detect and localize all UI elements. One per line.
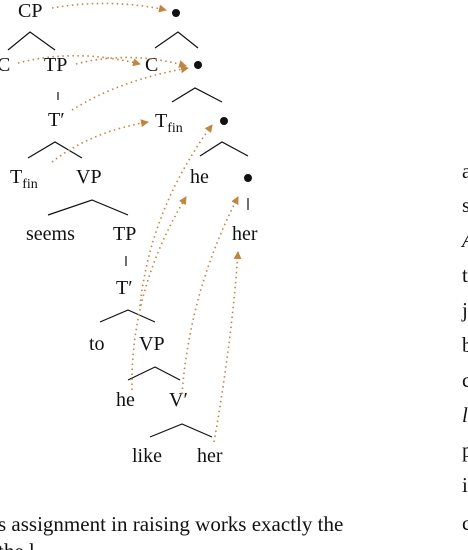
side-text-column: a s A t j b c l p i c xyxy=(460,159,468,535)
node-her-low: her xyxy=(197,445,223,467)
side-letter-0: a xyxy=(462,159,468,183)
node-tfin-right: Tfin xyxy=(155,110,183,136)
side-letter-8: p xyxy=(462,438,468,462)
node-tbar-mid: T′ xyxy=(116,277,133,299)
side-letter-9: i xyxy=(462,473,468,497)
node-seems: seems xyxy=(26,223,75,245)
side-letter-10: c xyxy=(462,511,468,535)
arrow-tfin-to-tfin xyxy=(51,119,149,163)
cp-branch xyxy=(7,31,56,51)
node-vp-top: VP xyxy=(76,166,102,188)
arrow-tbar-mid-to-dot xyxy=(139,124,213,307)
side-letter-3: t xyxy=(462,263,468,287)
node-c: C xyxy=(0,54,10,76)
right-tree-branches xyxy=(154,31,249,210)
arrow-vbar-to-dot xyxy=(181,196,239,395)
arrow-tbar-to-dot xyxy=(71,65,189,111)
right-top-branch xyxy=(154,31,199,49)
node-like: like xyxy=(132,445,162,467)
node-tfin: Tfin xyxy=(10,166,38,192)
node-tbar-top: T′ xyxy=(48,109,65,131)
side-letter-1: s xyxy=(462,193,468,217)
tbar-branch xyxy=(27,141,83,159)
left-tree-branches xyxy=(7,31,213,438)
node-her-right: her xyxy=(232,223,258,245)
side-letter-7: l xyxy=(462,403,468,427)
vbar-branch xyxy=(149,423,213,438)
dot-4 xyxy=(244,174,252,182)
side-letter-5: b xyxy=(462,333,468,357)
side-letter-4: j xyxy=(461,298,468,322)
side-letter-6: c xyxy=(462,368,468,392)
arrow-he-to-he xyxy=(131,196,187,391)
node-he-right: he xyxy=(190,166,209,188)
node-vbar: V′ xyxy=(169,389,188,411)
dot-3 xyxy=(220,117,228,125)
right-c-branch xyxy=(171,87,223,103)
node-tp-mid: TP xyxy=(113,223,136,245)
node-to: to xyxy=(89,333,105,355)
dot-root xyxy=(172,9,180,17)
right-tfin-branch xyxy=(199,141,249,157)
node-tp-top: TP xyxy=(44,54,67,76)
node-c-right: C xyxy=(145,54,158,76)
node-he-low: he xyxy=(116,389,135,411)
side-letter-2: A xyxy=(460,228,468,252)
caption-line-2: the l xyxy=(0,539,35,550)
arrow-tp-to-dot xyxy=(75,56,187,68)
caption-line-1: s assignment in raising works exactly th… xyxy=(0,512,343,536)
tbar-mid-branch xyxy=(99,309,156,323)
vp-branch xyxy=(47,199,129,216)
movement-arrows xyxy=(17,2,242,443)
arrow-her-to-her xyxy=(213,251,242,443)
arrow-cp-to-root xyxy=(51,2,167,13)
node-cp: CP xyxy=(18,0,42,22)
node-vp-low: VP xyxy=(139,333,165,355)
dot-2 xyxy=(194,61,202,69)
vp-low-branch xyxy=(127,366,181,381)
